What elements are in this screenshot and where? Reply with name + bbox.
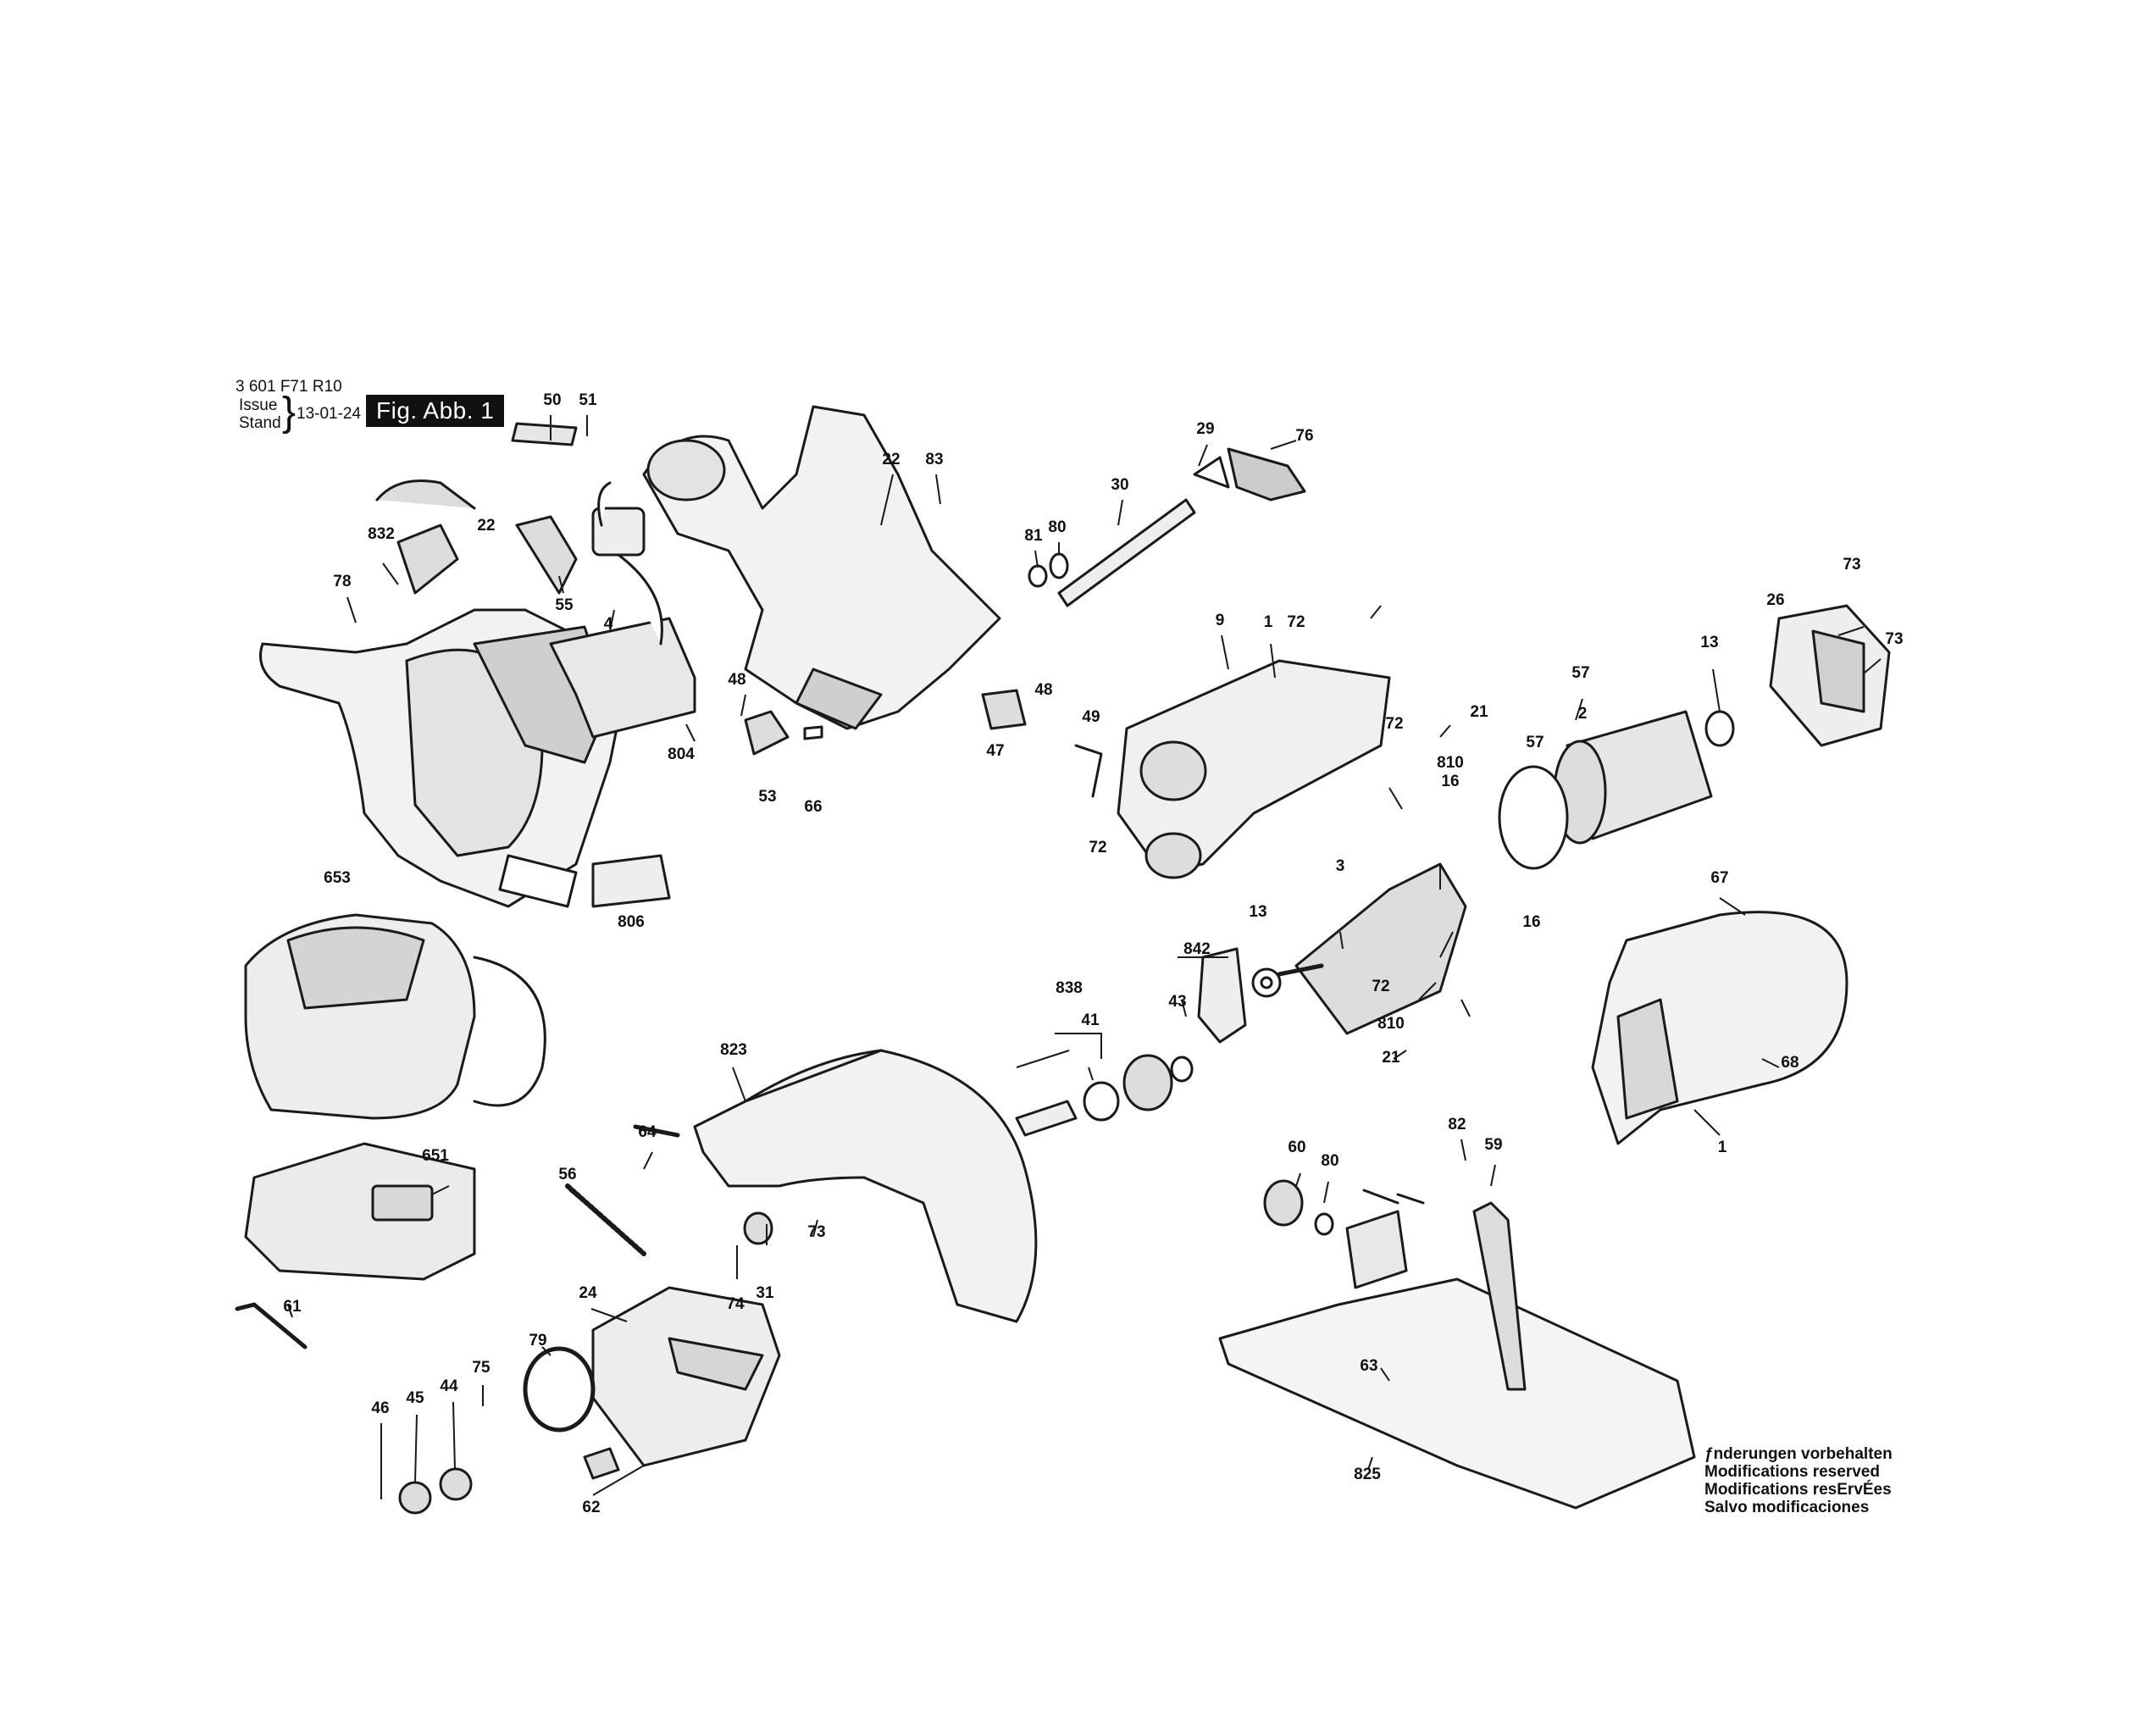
part-label-838: 838	[1056, 979, 1083, 997]
part-label-66: 66	[804, 798, 822, 816]
part-label-13: 13	[1249, 903, 1266, 921]
part-label-13: 13	[1700, 634, 1718, 651]
part-label-76: 76	[1295, 427, 1313, 445]
part-label-59: 59	[1484, 1136, 1502, 1154]
part-label-62: 62	[582, 1499, 600, 1516]
part-label-16: 16	[1441, 773, 1459, 790]
part-label-57: 57	[1526, 734, 1544, 751]
part-label-810: 810	[1437, 754, 1464, 772]
part-label-49: 49	[1082, 708, 1100, 726]
part-label-29: 29	[1196, 420, 1214, 438]
part-label-68: 68	[1781, 1054, 1799, 1072]
part-label-806: 806	[618, 913, 645, 931]
part-label-41: 41	[1081, 1011, 1100, 1029]
part-label-78: 78	[333, 573, 351, 590]
part-label-73: 73	[1843, 556, 1860, 574]
part-label-45: 45	[406, 1389, 424, 1407]
part-label-16: 16	[1522, 913, 1540, 931]
part-label-825: 825	[1354, 1466, 1381, 1483]
brace-icon: }	[282, 390, 297, 435]
figure-label: Fig. Abb. 1	[366, 395, 505, 427]
modifications-line-en: Modifications reserved	[1704, 1463, 1880, 1481]
part-label-57: 57	[1571, 664, 1589, 682]
part-label-50: 50	[543, 391, 561, 409]
part-label-63: 63	[1360, 1357, 1377, 1375]
part-label-80: 80	[1048, 518, 1066, 536]
part-label-67: 67	[1710, 869, 1728, 887]
part-label-1: 1	[1718, 1139, 1727, 1156]
part-label-74: 74	[726, 1295, 745, 1313]
part-label-73: 73	[1885, 630, 1903, 648]
part-label-810: 810	[1377, 1015, 1405, 1033]
part-label-55: 55	[555, 596, 574, 614]
part-label-4: 4	[604, 615, 613, 633]
part-label-21: 21	[1470, 703, 1488, 721]
part-label-30: 30	[1111, 476, 1128, 494]
switch-module	[549, 481, 696, 739]
part-label-48: 48	[728, 671, 745, 689]
part-label-53: 53	[758, 788, 776, 806]
part-label-61: 61	[283, 1298, 302, 1316]
part-label-9: 9	[1216, 612, 1225, 629]
part-label-43: 43	[1168, 993, 1186, 1011]
part-label-26: 26	[1766, 591, 1784, 609]
part-label-60: 60	[1288, 1139, 1305, 1156]
stand-label: Stand	[239, 414, 281, 432]
part-label-3: 3	[1336, 857, 1345, 875]
modifications-line-fr: Modifications resErvÉes	[1704, 1481, 1892, 1499]
part-label-823: 823	[720, 1041, 747, 1059]
part-label-72: 72	[1385, 715, 1403, 733]
part-label-804: 804	[668, 745, 695, 763]
part-label-1: 1	[1264, 613, 1273, 631]
housing-right	[642, 405, 1001, 730]
part-label-21: 21	[1382, 1049, 1400, 1067]
part-label-73: 73	[807, 1223, 825, 1241]
part-label-842: 842	[1183, 940, 1211, 958]
issue-label: Issue	[239, 396, 278, 414]
part-label-22: 22	[477, 517, 495, 535]
part-label-22: 22	[882, 451, 900, 468]
part-label-24: 24	[579, 1284, 597, 1302]
part-label-48: 48	[1034, 681, 1052, 699]
part-label-75: 75	[472, 1359, 491, 1377]
part-label-80: 80	[1321, 1152, 1338, 1170]
part-label-56: 56	[558, 1166, 576, 1183]
part-label-44: 44	[440, 1377, 458, 1395]
part-label-79: 79	[529, 1332, 546, 1349]
part-label-64: 64	[638, 1123, 657, 1141]
part-label-72: 72	[1372, 978, 1389, 995]
part-label-653: 653	[324, 869, 351, 887]
part-label-832: 832	[368, 525, 395, 543]
issue-date: 13-01-24	[297, 405, 362, 423]
part-label-82: 82	[1448, 1116, 1466, 1133]
part-label-83: 83	[925, 451, 943, 468]
part-label-81: 81	[1024, 527, 1043, 545]
modifications-line-es: Salvo modificaciones	[1704, 1499, 1870, 1516]
part-label-72: 72	[1089, 839, 1106, 856]
part-label-2: 2	[1578, 705, 1588, 723]
part-label-46: 46	[371, 1399, 389, 1417]
part-label-51: 51	[579, 391, 597, 409]
modifications-line-de: ƒnderungen vorbehalten	[1704, 1445, 1893, 1463]
part-label-31: 31	[756, 1284, 774, 1302]
part-label-72: 72	[1287, 613, 1305, 631]
modifications-notice: ƒnderungen vorbehalten Modifications res…	[1704, 1445, 1893, 1516]
part-label-651: 651	[422, 1147, 449, 1165]
part-label-47: 47	[986, 742, 1004, 760]
model-number: 3 601 F71 R10	[236, 378, 342, 396]
